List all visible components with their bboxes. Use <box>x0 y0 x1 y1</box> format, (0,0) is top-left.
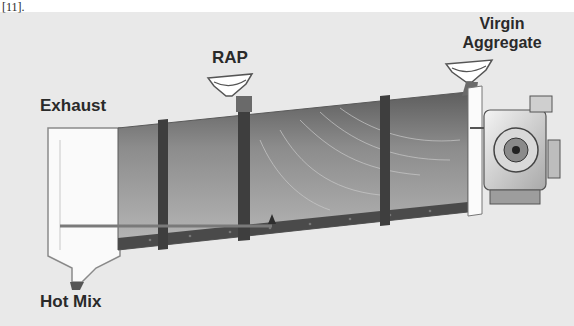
part-label: RAP <box>212 48 248 68</box>
feed-pipe <box>60 225 272 228</box>
aggregate-hopper-lip <box>452 66 486 72</box>
burner-control <box>548 140 560 178</box>
panel-ground <box>0 12 574 326</box>
housing-edge <box>60 140 61 250</box>
burner-motor <box>530 96 552 112</box>
burner-core <box>512 146 520 154</box>
exhaust-housing <box>48 128 120 282</box>
aggregate-hopper <box>446 60 492 82</box>
rap-hopper-lip <box>214 80 246 86</box>
rap-chute <box>236 96 252 112</box>
burner-pipe <box>470 127 484 129</box>
drum-ring <box>380 95 390 226</box>
burner-hub <box>504 138 528 162</box>
aggregate-veil <box>260 108 460 210</box>
rap-hopper <box>208 74 252 96</box>
burner-base <box>490 190 540 204</box>
drum-ring <box>158 119 168 250</box>
rap-collar <box>238 110 250 241</box>
burner-housing <box>484 110 546 190</box>
burner-fan <box>494 128 538 172</box>
burner-flange <box>468 86 482 216</box>
hot-mix-outlet <box>70 282 84 290</box>
part-label: Hot Mix <box>40 292 101 312</box>
part-label: Virgin Aggregate <box>446 14 558 52</box>
part-label: Exhaust <box>40 96 106 116</box>
reference-note: [11]. <box>2 0 25 14</box>
pipe-nozzle <box>268 214 276 224</box>
